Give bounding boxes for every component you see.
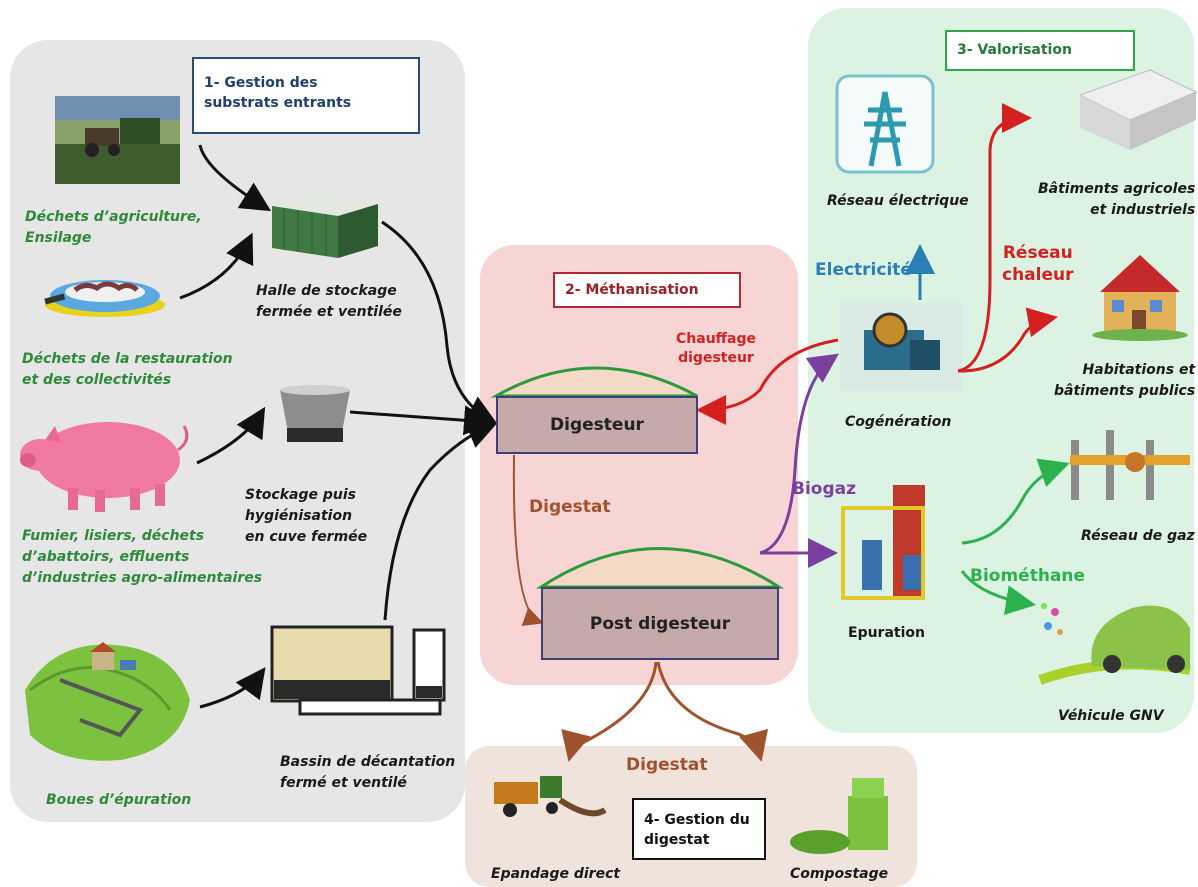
section-3-title-text: 3- Valorisation bbox=[957, 42, 1072, 58]
agricultural-buildings-label: Bâtiments agricoles et industriels bbox=[1038, 181, 1196, 218]
purification-label: Epuration bbox=[848, 625, 925, 641]
biomethane-label: Biométhane bbox=[970, 566, 1086, 586]
sludge-label: Boues d’épuration bbox=[46, 792, 192, 808]
digestat-flow-label: Digestat bbox=[529, 497, 611, 517]
gnv-vehicle-label: Véhicule GNV bbox=[1058, 708, 1164, 724]
electricity-label: Electricité bbox=[815, 260, 912, 280]
section-3-title: 3- Valorisation bbox=[945, 30, 1135, 71]
section-4-title: 4- Gestion du digestat bbox=[632, 798, 766, 860]
tractor-image bbox=[55, 96, 180, 184]
section-1-title-line2: substrats entrants bbox=[204, 95, 352, 111]
post-digester-label: Post digesteur bbox=[589, 613, 731, 634]
gas-network-label: Réseau de gaz bbox=[1081, 528, 1195, 544]
gnv-vehicle-image bbox=[1038, 603, 1191, 685]
heat-network-label: Réseau chaleur bbox=[1002, 243, 1074, 285]
hygienisation-label: Stockage puis hygiénisation en cuve ferm… bbox=[245, 487, 368, 545]
storage-hall-label: Halle de stockage fermée et ventilée bbox=[256, 283, 402, 320]
gas-network-image bbox=[1070, 430, 1190, 500]
cogeneration-engine-image bbox=[840, 303, 962, 391]
digester-label: Digesteur bbox=[550, 415, 644, 435]
spreader-image bbox=[494, 776, 607, 817]
digester-dome bbox=[490, 366, 698, 398]
section-4-title-line1: 4- Gestion du bbox=[644, 812, 750, 828]
agriculture-waste-label: Déchets d’agriculture, Ensilage bbox=[25, 209, 202, 246]
hygienisation-tank-image bbox=[280, 385, 350, 442]
section-4-title-line2: digestat bbox=[644, 832, 710, 848]
compost-image bbox=[790, 778, 888, 854]
digestat-output-label: Digestat bbox=[626, 755, 708, 775]
digester-box: Digesteur bbox=[496, 396, 698, 454]
section-2-title: 2- Méthanisation bbox=[553, 272, 741, 308]
settling-tank-label: Bassin de décantation fermé et ventilé bbox=[280, 754, 456, 791]
restauration-waste-label: Déchets de la restauration et des collec… bbox=[22, 351, 233, 388]
heating-label: Chauffage digesteur bbox=[676, 331, 756, 366]
power-grid-label: Réseau électrique bbox=[827, 193, 969, 209]
manure-waste-label: Fumier, lisiers, déchets d’abattoirs, ef… bbox=[22, 528, 263, 586]
wastewater-plant-image bbox=[25, 642, 190, 761]
storage-hall-image bbox=[272, 194, 378, 258]
post-digester-box: Post digesteur bbox=[541, 587, 779, 660]
pig-image bbox=[20, 422, 189, 512]
section-1-title: 1- Gestion des substrats entrants bbox=[192, 57, 420, 134]
post-digester-dome bbox=[535, 547, 785, 589]
section-1-title-line1: 1- Gestion des bbox=[204, 75, 318, 91]
purification-unit-image bbox=[841, 485, 925, 600]
agricultural-building-image bbox=[1078, 69, 1198, 150]
settling-tank-image bbox=[270, 625, 446, 716]
power-grid-image bbox=[835, 74, 935, 174]
composting-label: Compostage bbox=[790, 866, 889, 882]
biogas-label: Biogaz bbox=[792, 479, 856, 499]
direct-spreading-label: Epandage direct bbox=[491, 866, 621, 882]
public-buildings-label: Habitations et bâtiments publics bbox=[1054, 362, 1196, 399]
section-2-title-text: 2- Méthanisation bbox=[565, 282, 699, 298]
food-waste-image bbox=[44, 280, 165, 317]
cogeneration-label: Cogénération bbox=[845, 414, 952, 430]
house-image bbox=[1092, 255, 1188, 341]
